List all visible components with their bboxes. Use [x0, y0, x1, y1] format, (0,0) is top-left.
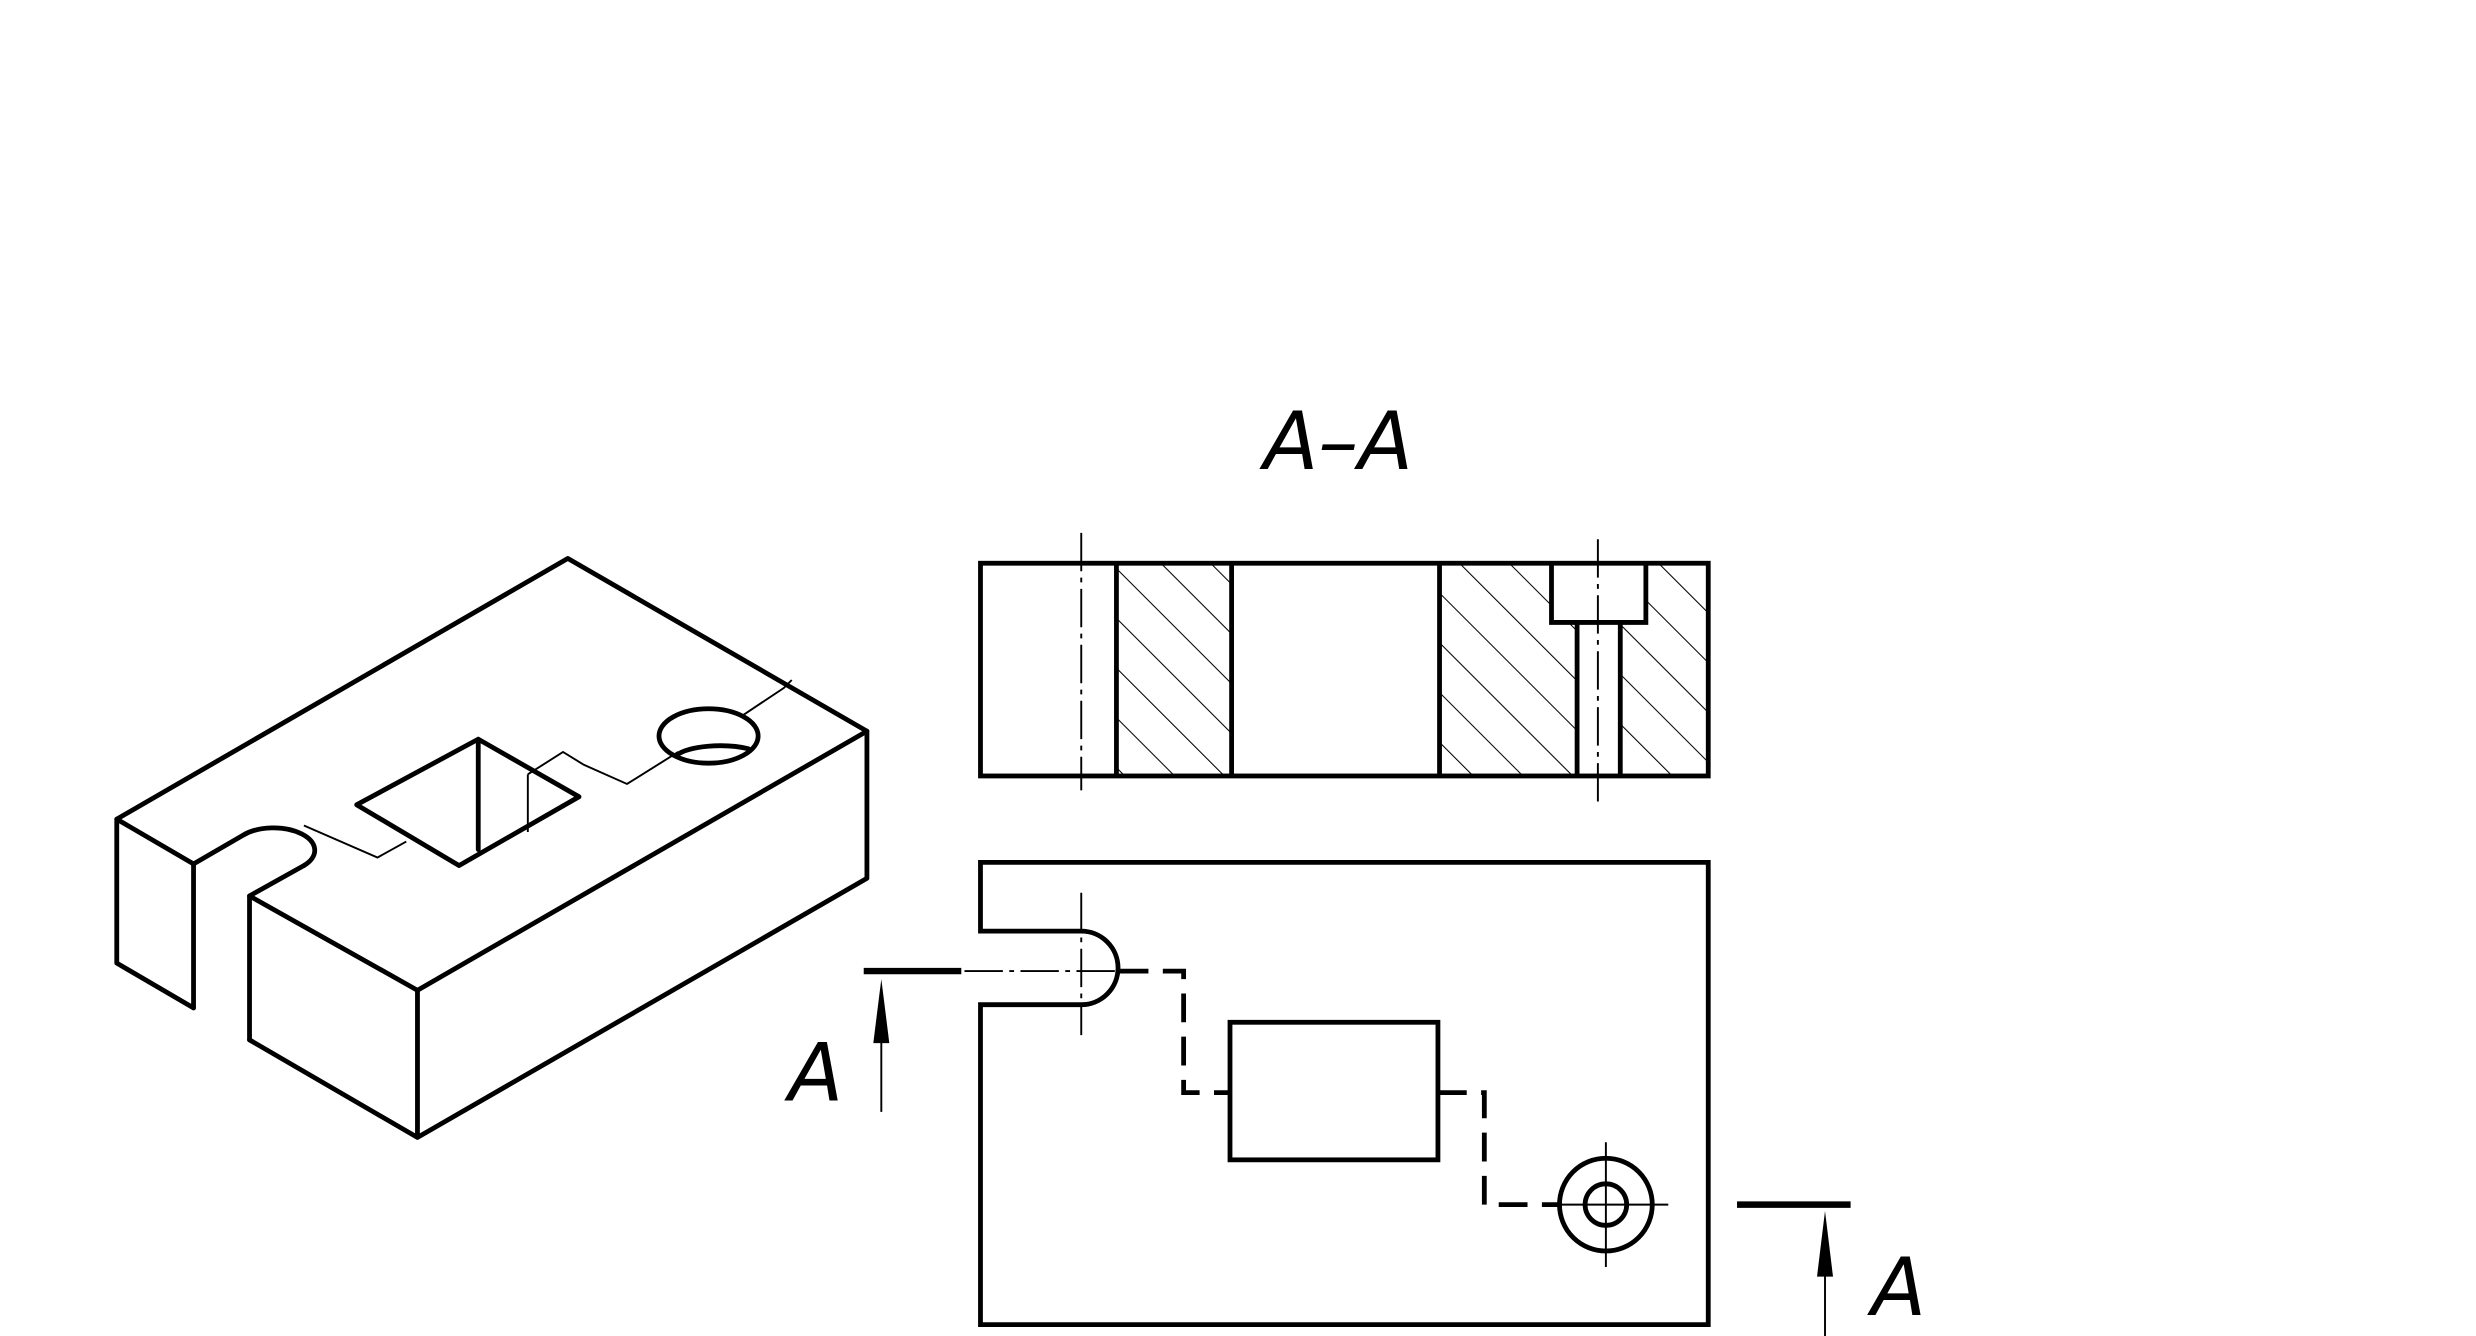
section-title: A–A	[1259, 395, 1413, 488]
section-drill-hole	[1574, 622, 1623, 776]
section-outline	[978, 560, 1711, 779]
section-view	[978, 532, 1711, 805]
cut-label-right: A	[1866, 1241, 1926, 1334]
arrow-up-icon	[1817, 1211, 1834, 1277]
iso-slot-wall	[191, 861, 252, 1043]
cut-label-left: A	[784, 1027, 844, 1120]
section-hatch-left	[1118, 564, 1231, 776]
iso-slot	[240, 825, 318, 868]
section-square-hole-edges	[1229, 563, 1442, 776]
cut-marker-right: A	[1737, 1201, 1926, 1336]
iso-top-outline	[114, 556, 870, 993]
top-view-slot-centerline	[964, 892, 1128, 1036]
iso-front-face	[247, 728, 870, 1140]
cut-marker-left: A	[784, 967, 962, 1120]
iso-round-hole	[656, 706, 761, 766]
iso-left-lug-face	[114, 816, 196, 1011]
top-view-square-hole	[1227, 1019, 1441, 1163]
iso-square-hole	[354, 736, 582, 868]
arrow-up-icon	[873, 979, 890, 1044]
top-view	[964, 859, 1711, 1327]
top-view-hole-centerline	[1545, 1142, 1669, 1268]
isometric-view	[114, 556, 870, 1140]
top-view-outline	[978, 859, 1711, 1327]
iso-counterbore-edge	[674, 743, 751, 758]
cutting-plane-path	[1119, 968, 1560, 1208]
iso-section-trace	[303, 679, 793, 859]
